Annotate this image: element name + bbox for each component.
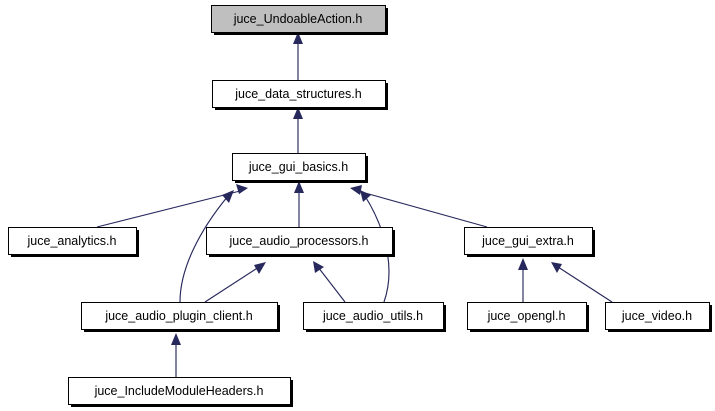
arrowhead-icon <box>171 333 181 345</box>
node-box[interactable] <box>232 153 366 181</box>
node-box[interactable] <box>8 227 137 255</box>
arrowhead-icon <box>222 190 234 203</box>
node-box[interactable] <box>303 302 444 330</box>
arrowhead-icon <box>350 185 362 195</box>
arrowhead-icon <box>293 32 303 44</box>
node-juce_opengl[interactable]: juce_opengl.h <box>467 302 590 333</box>
node-juce_analytics[interactable]: juce_analytics.h <box>8 227 140 258</box>
node-box[interactable] <box>212 80 386 108</box>
arrowhead-icon <box>254 262 266 274</box>
node-box[interactable] <box>605 302 710 330</box>
node-juce_audio_processors[interactable]: juce_audio_processors.h <box>206 227 396 258</box>
edge-juce_video-to-juce_gui_extra <box>557 266 613 303</box>
node-juce_data_structures[interactable]: juce_data_structures.h <box>212 80 389 111</box>
node-juce_UndoableAction[interactable]: juce_UndoableAction.h <box>211 5 389 36</box>
node-box[interactable] <box>206 227 393 255</box>
arrowhead-icon <box>360 190 371 202</box>
node-box[interactable] <box>211 5 386 33</box>
nodes-layer: juce_UndoableAction.h juce_data_structure… <box>8 5 713 408</box>
arrowhead-icon <box>551 262 562 273</box>
node-box[interactable] <box>464 227 593 255</box>
node-juce_audio_utils[interactable]: juce_audio_utils.h <box>303 302 447 333</box>
edge-juce_audio_utils-to-juce_audio_processors <box>317 266 346 303</box>
edge-juce_audio_plugin_client-to-juce_gui_basics <box>179 195 229 303</box>
edge-juce_audio_plugin_client-to-juce_audio_processors <box>204 266 260 303</box>
arrowhead-icon <box>518 258 528 270</box>
arrowhead-icon <box>236 184 248 194</box>
node-box[interactable] <box>467 302 587 330</box>
node-box[interactable] <box>81 302 278 330</box>
node-juce_gui_extra[interactable]: juce_gui_extra.h <box>464 227 596 258</box>
node-juce_IncludeModuleHeaders[interactable]: juce_IncludeModuleHeaders.h <box>68 377 294 408</box>
node-box[interactable] <box>68 377 291 405</box>
arrowhead-icon <box>293 107 303 119</box>
edge-juce_gui_extra-to-juce_gui_basics <box>357 190 488 228</box>
node-juce_audio_plugin_client[interactable]: juce_audio_plugin_client.h <box>81 302 281 333</box>
arrowhead-icon <box>313 261 324 273</box>
arrowhead-icon <box>294 181 304 193</box>
node-juce_video[interactable]: juce_video.h <box>605 302 713 333</box>
node-juce_gui_basics[interactable]: juce_gui_basics.h <box>232 153 369 184</box>
edge-juce_analytics-to-juce_gui_basics <box>96 190 241 228</box>
